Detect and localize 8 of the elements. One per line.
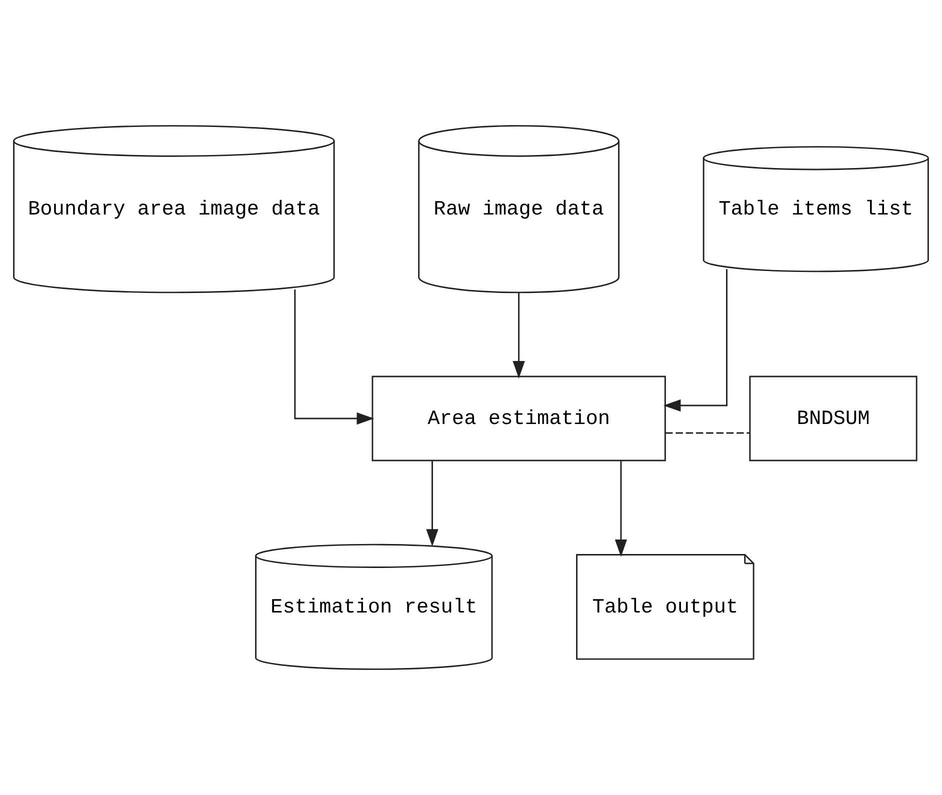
arrow	[512, 292, 525, 378]
arrow	[294, 289, 374, 425]
node-box: Area estimation	[372, 376, 666, 462]
arrow	[426, 460, 438, 547]
arrow	[614, 460, 628, 557]
node-box: BNDSUM	[749, 376, 918, 462]
arrow	[663, 269, 728, 412]
connector	[665, 432, 750, 434]
